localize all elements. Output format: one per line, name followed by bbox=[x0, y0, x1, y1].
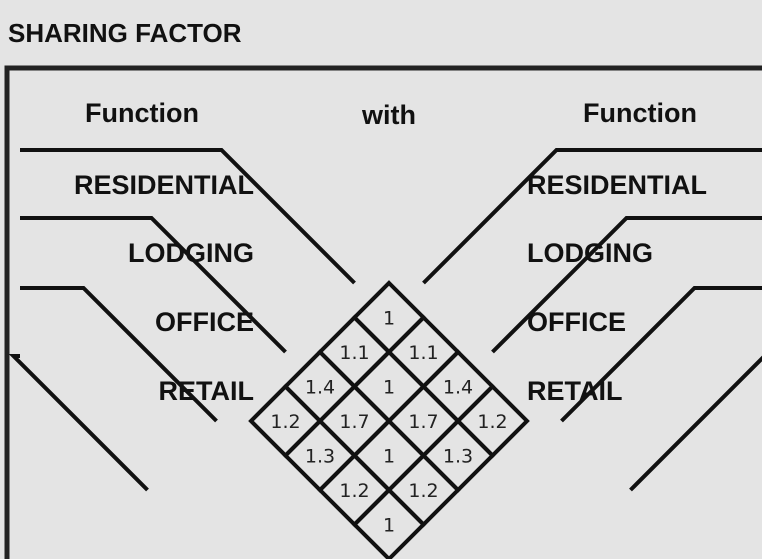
sharing-factor-value: 1.7 bbox=[339, 411, 369, 433]
left-function-label: RESIDENTIAL bbox=[74, 170, 254, 200]
sharing-factor-value: 1.3 bbox=[305, 446, 335, 468]
sharing-factor-value: 1.1 bbox=[408, 342, 438, 364]
left-connector-line bbox=[8, 354, 149, 492]
left-header: Function bbox=[85, 98, 199, 128]
sharing-factor-value: 1 bbox=[383, 308, 395, 330]
left-function-label: RETAIL bbox=[159, 376, 255, 406]
left-connector-line bbox=[20, 286, 218, 423]
sharing-factor-value: 1 bbox=[383, 446, 395, 468]
right-header: Function bbox=[583, 98, 697, 128]
sharing-factor-value: 1.2 bbox=[408, 480, 438, 502]
right-connector-line bbox=[629, 354, 762, 492]
right-connector-line bbox=[491, 216, 762, 354]
right-function-label: RESIDENTIAL bbox=[527, 170, 707, 200]
sharing-factor-value: 1 bbox=[383, 377, 395, 399]
right-connector-line bbox=[422, 148, 762, 285]
sharing-factor-value: 1 bbox=[383, 515, 395, 537]
grid-cell bbox=[351, 487, 427, 559]
right-function-label: OFFICE bbox=[527, 307, 626, 337]
sharing-factor-value: 1.3 bbox=[443, 446, 473, 468]
sharing-factor-value: 1.7 bbox=[408, 411, 438, 433]
right-connector-line bbox=[560, 286, 762, 423]
left-connector-line bbox=[20, 148, 356, 285]
sharing-factor-value: 1.1 bbox=[339, 342, 369, 364]
sharing-factor-value: 1.2 bbox=[339, 480, 369, 502]
right-function-label: RETAIL bbox=[527, 376, 623, 406]
connector-lines bbox=[8, 148, 762, 492]
sharing-factor-value: 1.2 bbox=[477, 411, 507, 433]
frame-border bbox=[4, 65, 762, 559]
sharing-factor-value: 1.2 bbox=[270, 411, 300, 433]
left-function-label: OFFICE bbox=[155, 307, 254, 337]
left-function-label: LODGING bbox=[128, 238, 254, 268]
middle-header: with bbox=[361, 100, 416, 130]
diamond-grid bbox=[248, 280, 530, 559]
diagram-title: SHARING FACTOR bbox=[8, 18, 242, 48]
left-connector-line bbox=[20, 216, 287, 354]
sharing-factor-values: 11.11.41.21.111.71.31.41.711.21.21.31.21 bbox=[270, 308, 507, 537]
sharing-factor-value: 1.4 bbox=[443, 377, 473, 399]
sharing-factor-value: 1.4 bbox=[305, 377, 335, 399]
